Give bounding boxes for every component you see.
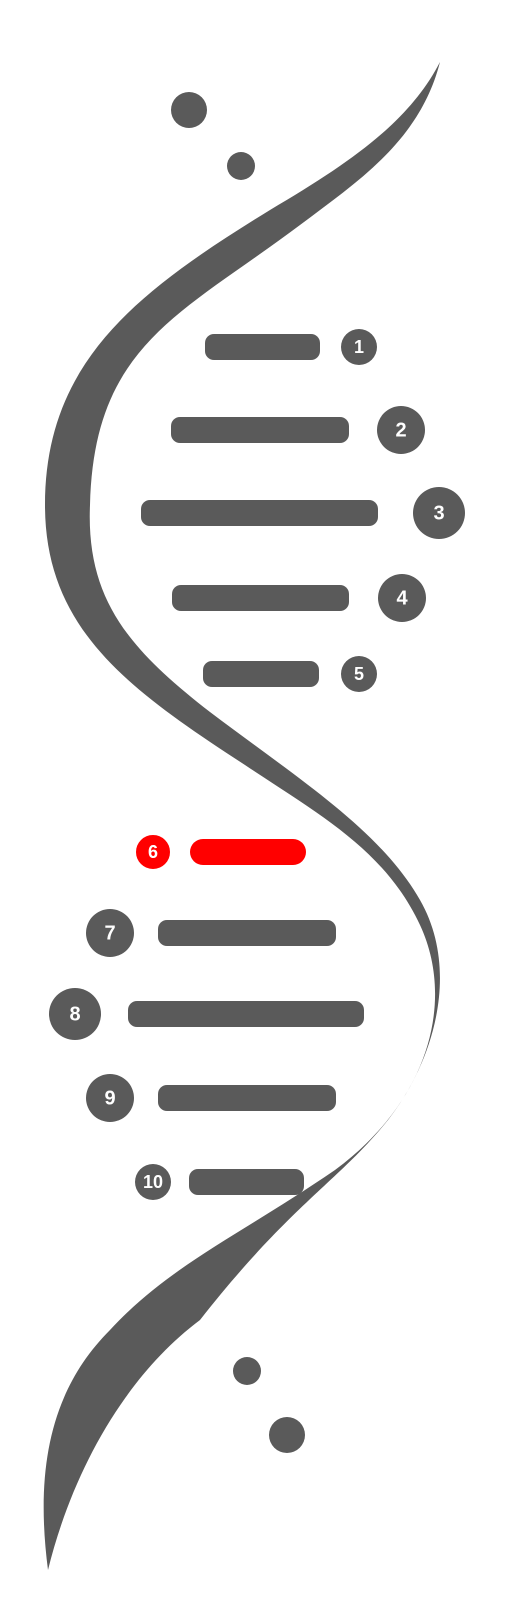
rung-label-4: 4 <box>396 587 408 609</box>
rung-badge-1 <box>341 329 377 365</box>
decor-dot-bottom-large <box>269 1417 305 1453</box>
rung-label-10: 10 <box>143 1172 163 1192</box>
rung-bar-7 <box>158 920 336 946</box>
rung-bar-1 <box>205 334 320 360</box>
decor-dot-top-large <box>171 92 207 128</box>
rung-bar-5 <box>203 661 319 687</box>
rung-label-3: 3 <box>433 502 444 524</box>
rung-badge-6 <box>134 833 172 871</box>
rung-bar-9 <box>158 1085 336 1111</box>
rung-badge-10 <box>135 1164 171 1200</box>
rung-bar-8 <box>128 1001 364 1027</box>
rung-label-5: 5 <box>354 664 364 684</box>
rung-badge-8 <box>49 988 101 1040</box>
rung-bar-4 <box>172 585 349 611</box>
rung-bar-3 <box>141 500 378 526</box>
rung-badge-9 <box>86 1074 134 1122</box>
rung-label-7: 7 <box>104 922 115 944</box>
rung-label-8: 8 <box>69 1003 80 1025</box>
rung-badge-4 <box>378 574 426 622</box>
rung-bar-2 <box>171 417 349 443</box>
rung-label-6: 6 <box>148 842 158 862</box>
decor-dot-top-small <box>227 152 255 180</box>
rung-label-9: 9 <box>104 1087 115 1109</box>
rung-badge-7 <box>86 909 134 957</box>
rungs-group: 1 2 3 4 5 6 7 8 9 10 <box>49 329 465 1200</box>
rung-label-2: 2 <box>395 419 406 441</box>
rung-badge-3 <box>413 487 465 539</box>
rung-badge-2 <box>377 406 425 454</box>
rung-bar-6 <box>190 839 306 865</box>
rung-bar-10 <box>189 1169 304 1195</box>
rung-badge-5 <box>341 656 377 692</box>
helix-strand <box>43 62 440 1570</box>
rung-label-1: 1 <box>354 337 364 357</box>
decor-dot-bottom-small <box>233 1357 261 1385</box>
